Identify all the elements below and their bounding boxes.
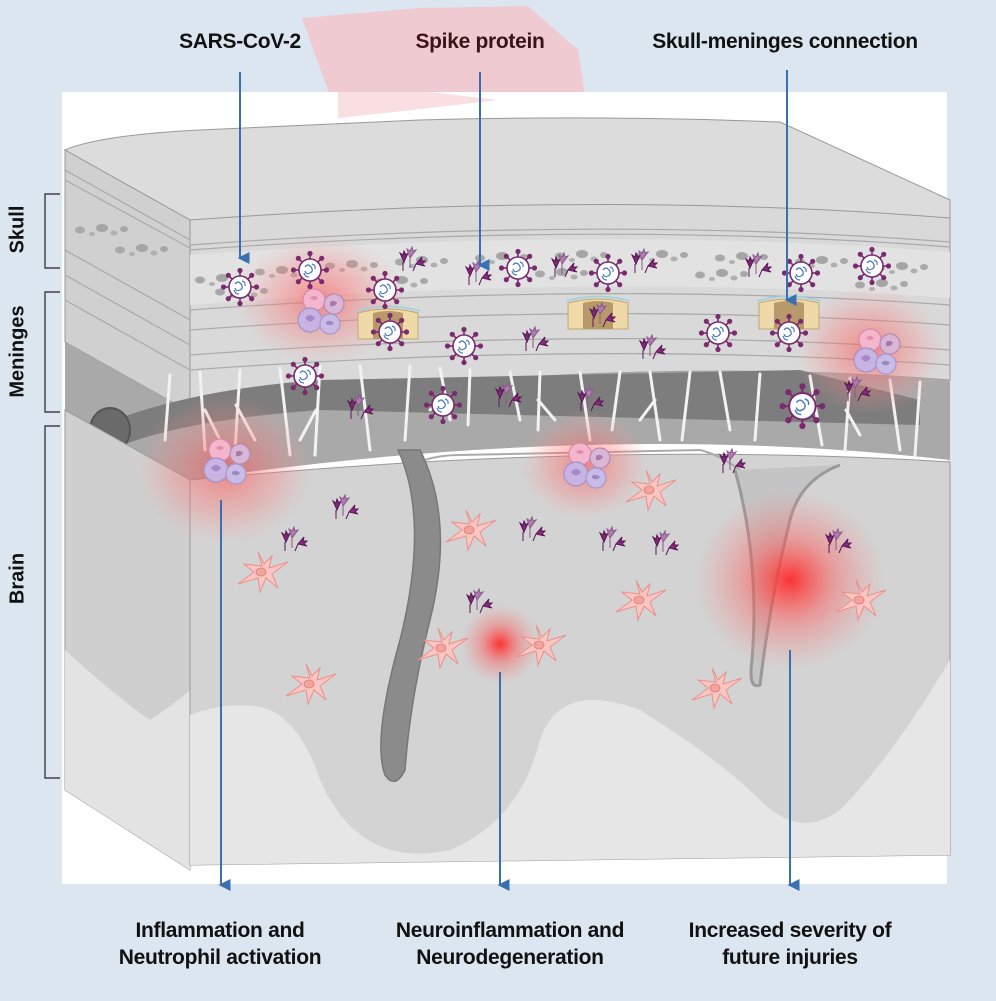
- label-brain: Brain: [6, 552, 29, 605]
- label-inflammation: Inflammation and Neutrophil activation: [118, 919, 322, 969]
- side-brackets: [44, 193, 60, 779]
- decorative-pink-shape: [302, 6, 585, 118]
- label-skull: Skull: [6, 205, 29, 254]
- label-neuroinflammation: Neuroinflammation and Neurodegeneration: [395, 919, 625, 969]
- skull-meninges-channel-2: [565, 295, 631, 330]
- label-meninges: Meninges: [6, 305, 29, 398]
- label-severity: Increased severity of future injuries: [688, 919, 892, 969]
- label-sars-cov-2: SARS-CoV-2: [179, 30, 301, 53]
- sulcus-left: [380, 449, 442, 783]
- brain-white-matter: [190, 660, 950, 865]
- label-skull-meninges-connection: Skull-meninges connection: [652, 30, 918, 53]
- annotation-arrows: [218, 70, 800, 891]
- label-spike-protein: Spike protein: [415, 30, 545, 53]
